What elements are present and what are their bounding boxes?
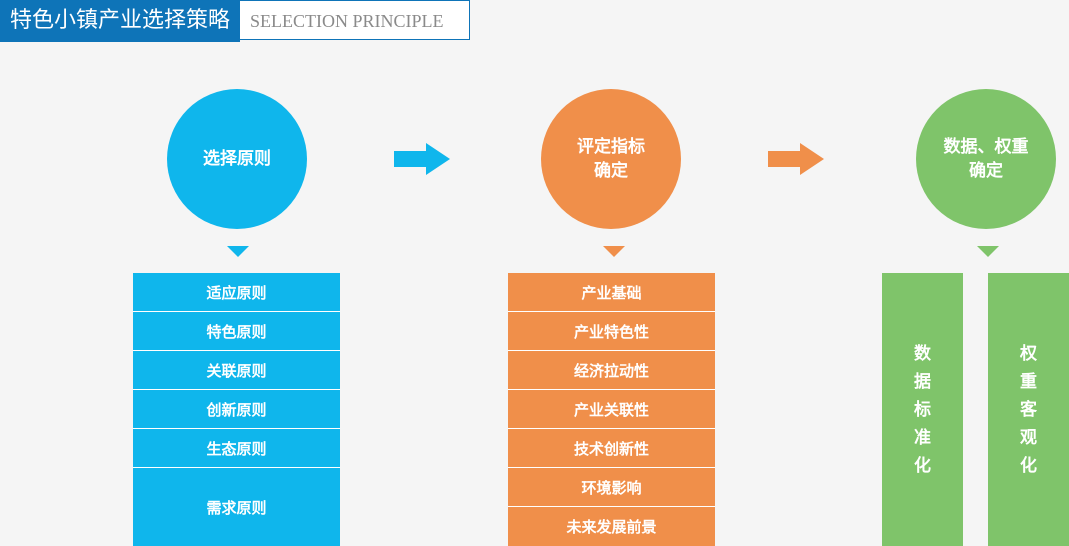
list-item: 适应原则: [133, 273, 340, 312]
weight-objective-bar: 权重客观化: [988, 273, 1069, 546]
list-item: 产业关联性: [508, 390, 715, 429]
list-item: 技术创新性: [508, 429, 715, 468]
list-item: 特色原则: [133, 312, 340, 351]
step-label: 评定指标 确定: [577, 137, 645, 181]
header: 特色小镇产业选择策略 SELECTION PRINCIPLE: [0, 0, 470, 42]
step-label: 选择原则: [203, 149, 271, 169]
step-label: 数据、权重 确定: [943, 137, 1029, 181]
step-circle-selection-principle: 选择原则: [167, 89, 307, 229]
list-item: 产业特色性: [508, 312, 715, 351]
data-standardization-bar: 数据标准化: [882, 273, 963, 546]
step-circle-indicator: 评定指标 确定: [541, 89, 681, 229]
list-item: 未来发展前景: [508, 507, 715, 546]
page-subtitle: SELECTION PRINCIPLE: [240, 0, 470, 40]
triangle-down-icon: [977, 246, 999, 257]
vertical-label: 数据标准化: [914, 343, 931, 476]
list-item: 环境影响: [508, 468, 715, 507]
arrow-right-icon: [768, 143, 824, 175]
page-title: 特色小镇产业选择策略: [0, 0, 240, 42]
principles-list: 适应原则 特色原则 关联原则 创新原则 生态原则 需求原则: [133, 273, 340, 546]
list-item: 生态原则: [133, 429, 340, 468]
list-item: 创新原则: [133, 390, 340, 429]
arrow-right-icon: [394, 143, 450, 175]
triangle-down-icon: [603, 246, 625, 257]
vertical-label: 权重客观化: [1020, 343, 1037, 476]
step-circle-data-weight: 数据、权重 确定: [916, 89, 1056, 229]
list-item: 需求原则: [133, 468, 340, 546]
list-item: 产业基础: [508, 273, 715, 312]
list-item: 经济拉动性: [508, 351, 715, 390]
indicators-list: 产业基础 产业特色性 经济拉动性 产业关联性 技术创新性 环境影响 未来发展前景: [508, 273, 715, 546]
triangle-down-icon: [227, 246, 249, 257]
list-item: 关联原则: [133, 351, 340, 390]
